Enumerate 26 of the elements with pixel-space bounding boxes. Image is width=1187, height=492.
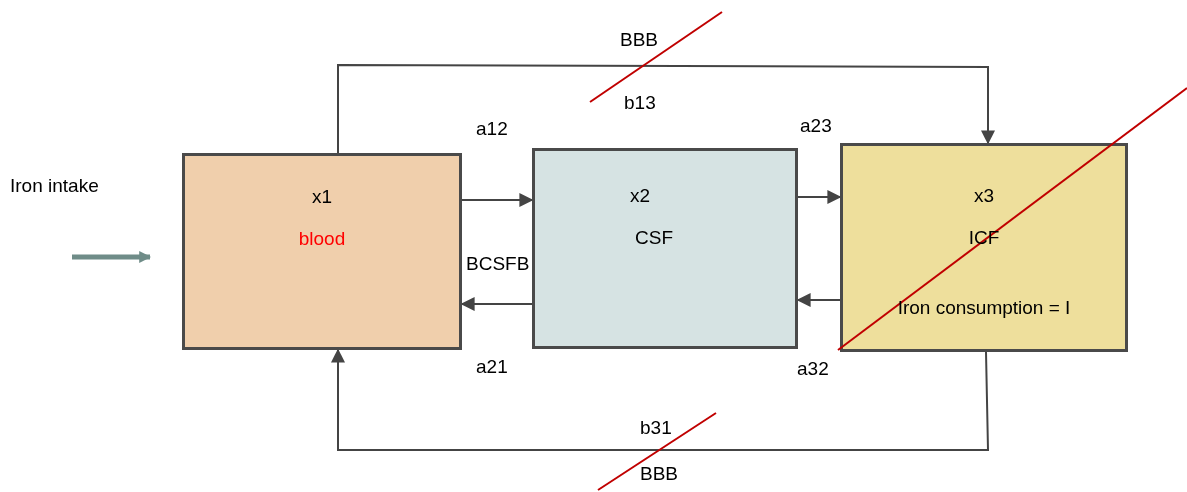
node-text: x2 — [629, 185, 651, 207]
connector-arrow — [337, 64, 995, 154]
rate-label: a12 — [476, 118, 508, 140]
rate-label: a23 — [800, 115, 832, 137]
node-text: CSF — [635, 227, 673, 249]
rate-label: b13 — [624, 92, 656, 114]
connector-arrow — [796, 293, 841, 307]
rate-label: BBB — [620, 29, 659, 51]
connector-arrow — [461, 193, 534, 207]
node-text: blood — [298, 228, 346, 250]
rate-label: a32 — [797, 358, 829, 380]
rate-label: BCSFB — [466, 253, 530, 275]
compartment-box — [840, 143, 1128, 352]
compartment-box — [182, 153, 462, 350]
input-arrow — [72, 251, 152, 263]
connector-arrow — [460, 297, 533, 311]
compartment-box — [532, 148, 798, 349]
node-text: Iron consumption = I — [897, 297, 1071, 319]
node-text: x1 — [311, 186, 333, 208]
rate-label: b31 — [640, 417, 672, 439]
input-label: Iron intake — [10, 175, 99, 197]
rate-label: BBB — [640, 463, 679, 485]
connector-arrow — [331, 348, 990, 451]
node-text: x3 — [973, 185, 995, 207]
rate-label: a21 — [476, 356, 508, 378]
connector-arrow — [797, 190, 842, 204]
